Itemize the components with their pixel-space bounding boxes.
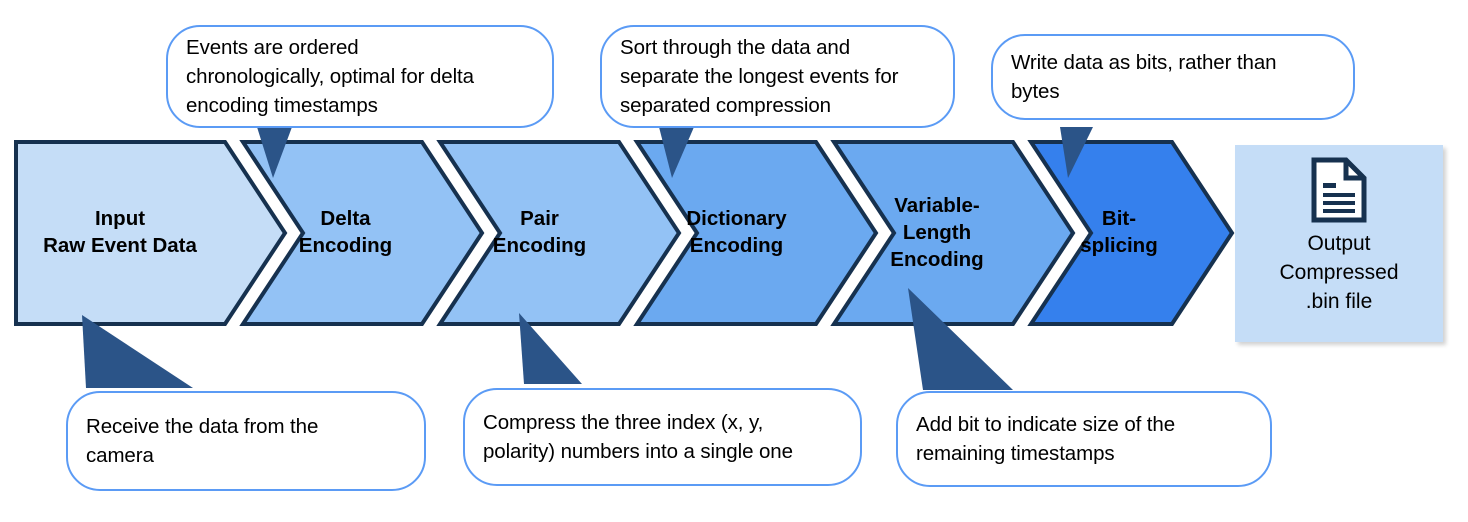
callout-text: Write data as bits, rather than bytes — [1011, 51, 1277, 103]
chevron-variable-length-encoding[interactable] — [830, 140, 1076, 326]
callout-variable-length-encoding[interactable]: Add bit to indicate size of the remainin… — [896, 391, 1272, 487]
document-icon — [1311, 157, 1367, 223]
output-label: Output Compressed .bin file — [1279, 232, 1399, 313]
callout-input-raw-event-data[interactable]: Receive the data from the camera — [66, 391, 426, 491]
callout-text: Compress the three index (x, y, polarity… — [483, 411, 793, 463]
callout-pair-encoding[interactable]: Compress the three index (x, y, polarity… — [463, 388, 862, 486]
callout-text: Receive the data from the camera — [86, 415, 319, 467]
callout-tail-variable-length-encoding — [908, 288, 1013, 390]
chevron-delta-encoding[interactable] — [239, 140, 485, 326]
callout-text: Events are ordered chronologically, opti… — [186, 36, 474, 117]
callout-text: Sort through the data and separate the l… — [620, 36, 899, 117]
callout-tail-dictionary-encoding — [659, 127, 694, 178]
chevron-bit-splicing[interactable] — [1027, 140, 1235, 326]
callout-dictionary-encoding[interactable]: Sort through the data and separate the l… — [600, 25, 955, 128]
chevron-pair-encoding[interactable] — [436, 140, 682, 326]
chevron-input-raw-event-data[interactable] — [14, 140, 288, 326]
callout-tail-delta-encoding — [257, 127, 292, 178]
callout-tail-bit-splicing — [1060, 127, 1093, 178]
output-card[interactable]: Output Compressed .bin file — [1235, 145, 1443, 342]
callout-bit-splicing[interactable]: Write data as bits, rather than bytes — [991, 34, 1355, 120]
chevron-dictionary-encoding[interactable] — [633, 140, 879, 326]
callout-text: Add bit to indicate size of the remainin… — [916, 413, 1176, 465]
callout-delta-encoding[interactable]: Events are ordered chronologically, opti… — [166, 25, 554, 128]
callout-tail-input-raw-event-data — [82, 315, 193, 388]
callout-tail-pair-encoding — [519, 313, 582, 384]
